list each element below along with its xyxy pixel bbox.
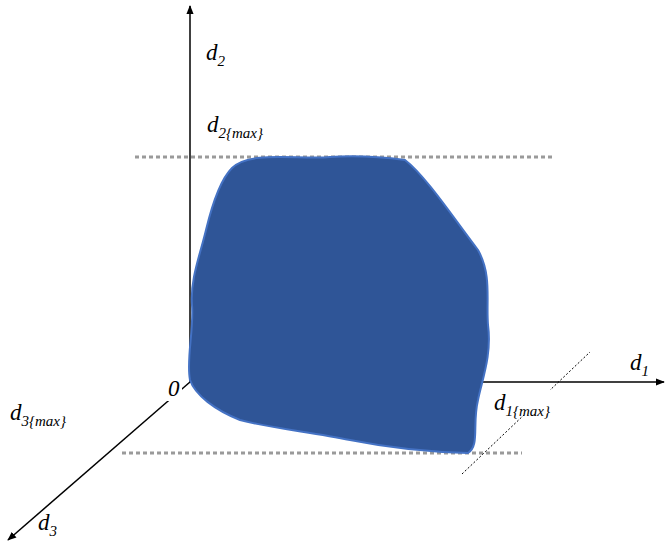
axis-label: d2 (204, 40, 227, 65)
axis-d2 (189, 6, 191, 382)
axis-label: d2{max} (205, 112, 265, 137)
axis-label: d3 (36, 510, 59, 535)
axis-d3 (8, 382, 190, 540)
particle-shape (189, 156, 489, 453)
axis-label: d1{max} (492, 390, 552, 415)
axis-label: 0 (166, 376, 182, 401)
axis-label: d1 (628, 350, 651, 375)
axis-label: d3{max} (8, 400, 68, 425)
